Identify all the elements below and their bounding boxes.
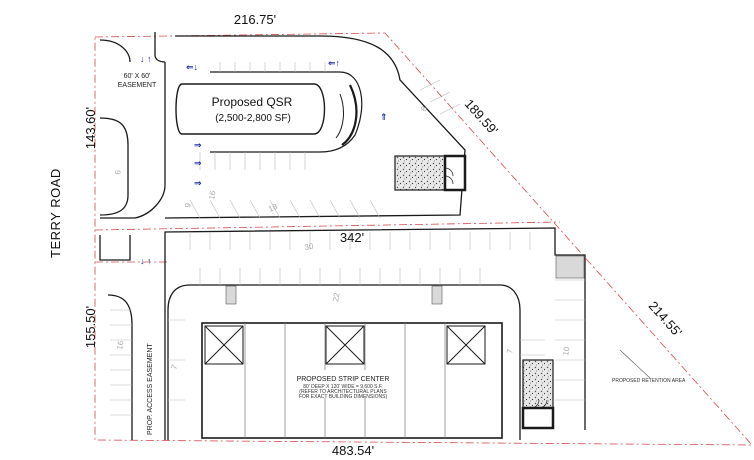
stall-count: 7 [505,348,515,354]
strip-center-note-3: FOR EXACT BUILDING DIMENSIONS) [299,394,388,400]
dim-right-upper: 189.59' [462,96,501,137]
arrow-icon: ⇒ [194,140,202,150]
dumpster-upper [394,154,467,192]
stall-counts: 8 18 6 30 22 16 7 10 7 9 16 [113,104,572,371]
stall-count: 18 [267,202,279,214]
stall-count: 6 [113,169,123,175]
dim-top: 216.75' [234,12,276,27]
arrow-icon: ⇐↑ [328,58,340,68]
strip-center-note-2: (REFER TO ARCHITECTURAL PLANS [299,389,387,395]
property-line [94,32,753,446]
svg-text:EASEMENT: EASEMENT [118,82,157,89]
arrow-icon: ↓ ↑ [140,256,152,266]
dim-middle: 342' [340,230,364,245]
arrow-icon: ⇐↓ [186,62,198,72]
qsr-title: Proposed QSR [212,95,293,109]
stall-count: 16 [207,189,218,200]
lower-stalls [110,232,585,416]
retention-area: PROPOSED RETENTION AREA [612,349,686,384]
traffic-arrows: ↓ ↑ ⇐↓ ⇐↑ ⇑ ⇒ ⇒ ⇒ ↓ ↑ [140,54,388,266]
dim-right-lower: 214.55' [646,298,685,339]
dim-left-lower: 155.50' [83,306,98,348]
striped-islands [225,255,585,305]
strip-center-building: PROPOSED STRIP CENTER 80' DEEP X 120' WI… [201,322,503,439]
lower-parking-lot [107,227,586,440]
qsr-stalls [189,62,461,219]
qsr-building: Proposed QSR (2,500-2,800 SF) [175,83,326,135]
stall-count: 8 [419,104,429,113]
stall-count: 30 [304,241,315,252]
strip-center-title: PROPOSED STRIP CENTER [297,376,390,383]
drive-thru [210,71,363,153]
retention-label: PROPOSED RETENTION AREA [612,378,686,384]
stall-count: 22 [331,291,342,302]
stall-count: 9 [183,202,193,208]
easement-label: 60' X 60' EASEMENT [118,73,157,89]
arrow-icon: ⇒ [194,158,202,168]
arrow-icon: ↓ ↑ [140,54,152,64]
stall-count: 16 [115,339,126,350]
dumpster-lower [521,359,555,430]
arrow-icon: ⇒ [194,178,202,188]
qsr-area: (2,500-2,800 SF) [215,113,291,124]
dim-left-upper: 143.60' [83,107,98,149]
arrow-icon: ⇑ [380,112,388,122]
svg-text:60' X 60': 60' X 60' [124,73,151,80]
stall-count: 10 [561,345,572,356]
dim-bottom: 483.54' [332,443,374,458]
strip-center-note-1: 80' DEEP X 120' WIDE = 9,600 S.F. [303,384,383,390]
stall-count: 7 [169,363,179,371]
road-label: TERRY ROAD [48,168,63,258]
upper-parking-lot [99,32,466,261]
access-easement-label: PROP. ACCESS EASEMENT [147,343,154,435]
